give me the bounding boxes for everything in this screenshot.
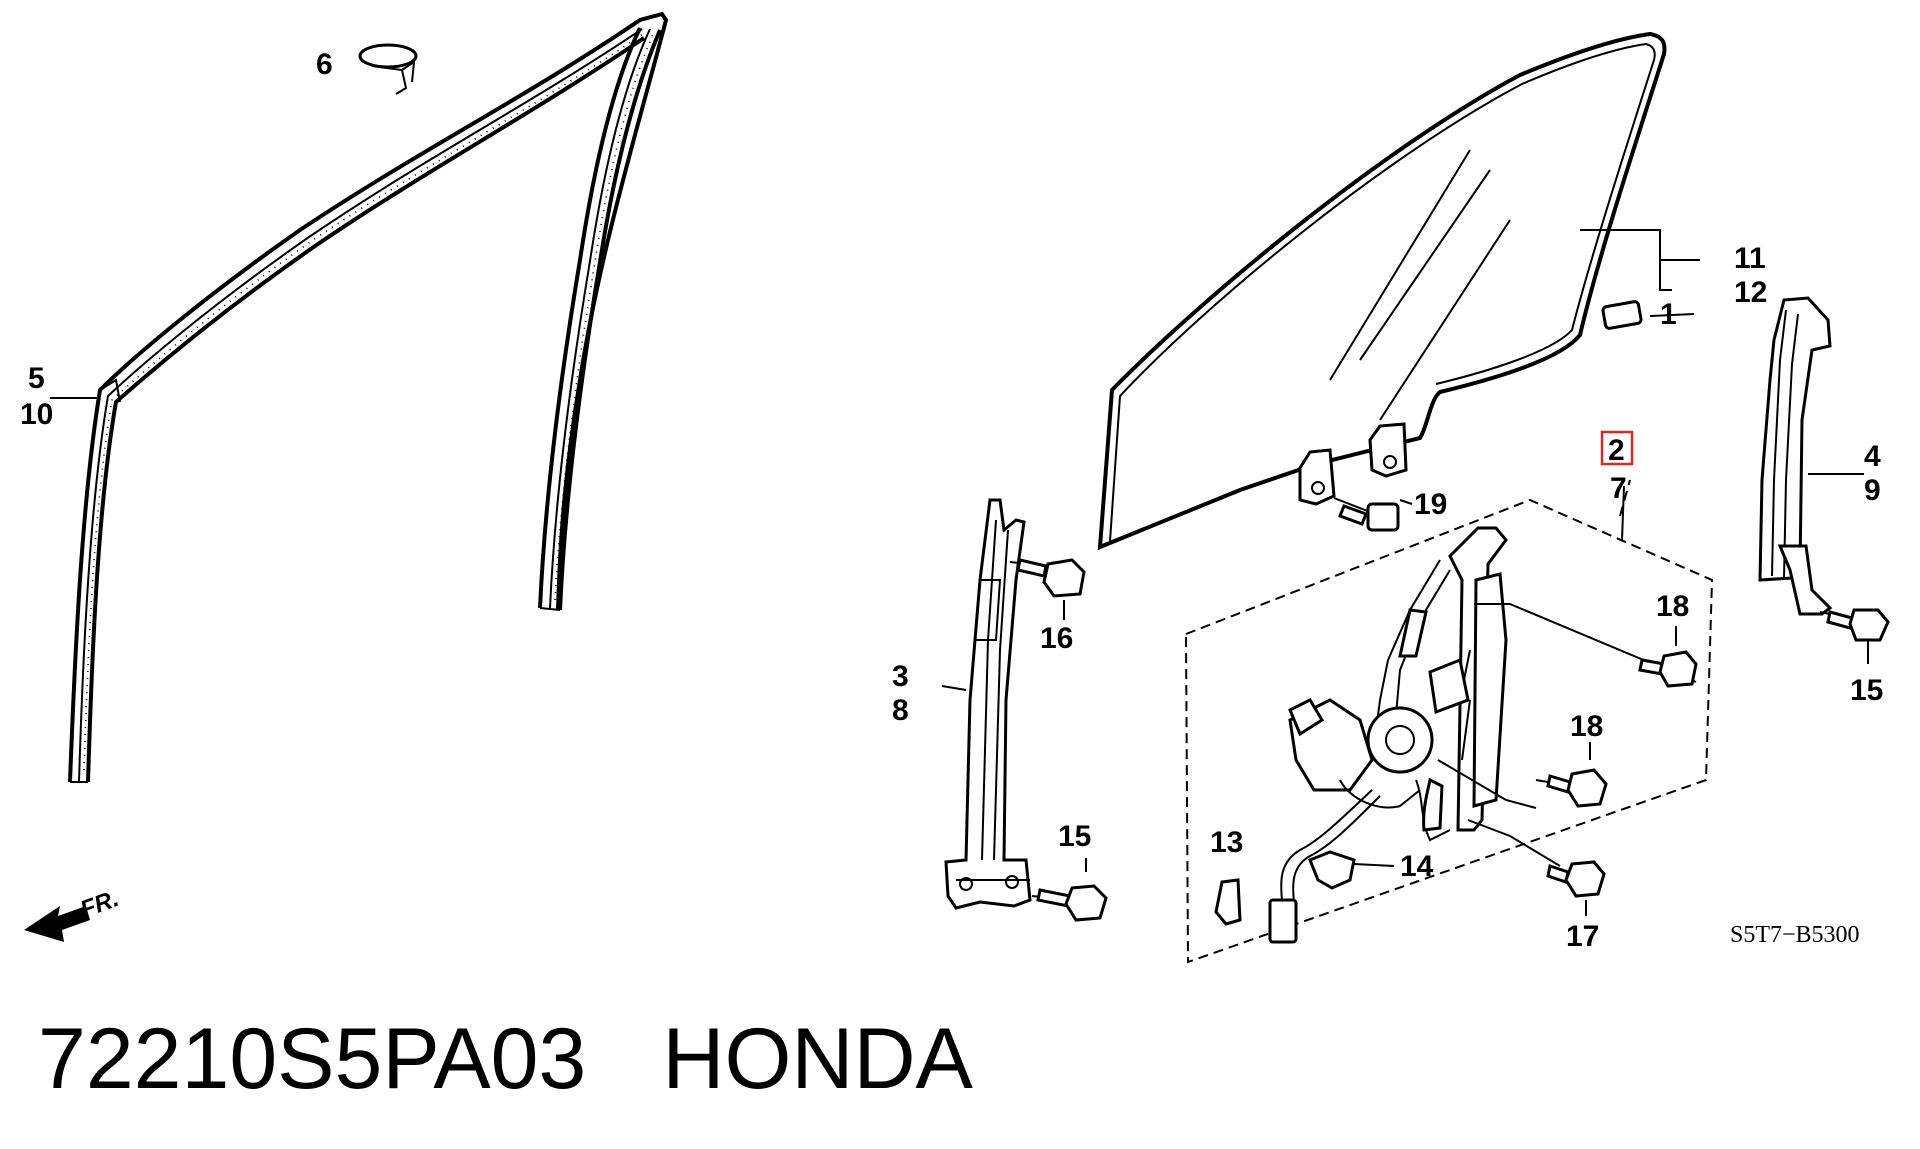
callout-10: 10 [20,398,53,431]
door-glass [1097,31,1700,551]
part-number: 72210S5PA03 [38,1011,587,1107]
connector-13 [1214,878,1242,926]
front-lower-channel [944,498,1032,910]
callout-13: 13 [1210,826,1243,859]
callout-15-front: 15 [1058,820,1091,853]
callout-labels: 6 5 10 11 12 1 2 7 4 9 19 16 3 8 15 15 1… [20,48,1883,953]
callout-2: 2 [1608,434,1625,467]
callout-6: 6 [316,48,333,81]
diagram-code: S5T7−B5300 [1730,922,1860,948]
callout-3: 3 [892,660,909,693]
brand-name: HONDA [662,1011,973,1107]
regulator-assembly [1184,479,1714,964]
bolt-18-lower [1535,742,1608,808]
bolt-15-front [1031,858,1108,922]
highlight-box [1600,430,1634,466]
bolt-19 [1333,497,1413,532]
bolt-15-rear [1819,608,1890,664]
callout-14: 14 [1400,850,1434,883]
clip-part-6 [358,43,418,95]
callout-9: 9 [1864,474,1881,507]
rear-run-channel [1758,296,1862,616]
bolt-16 [1009,558,1086,620]
callout-7: 7 [1610,472,1627,505]
clip-14 [1308,850,1395,890]
bolt-18-upper [1638,626,1698,688]
bolt-17 [1546,860,1606,916]
callout-17: 17 [1566,920,1599,953]
footer: 72210S5PA03 HONDA [38,1010,973,1109]
callout-12: 12 [1734,276,1767,309]
callout-18-lower: 18 [1570,710,1603,743]
callout-15-rear: 15 [1850,674,1883,707]
callout-8: 8 [892,694,909,727]
callout-16: 16 [1040,622,1073,655]
callout-1: 1 [1660,298,1677,331]
front-run-channel [538,27,662,611]
front-label: FR. [77,885,123,924]
callout-18-upper: 18 [1656,590,1689,623]
callout-19: 19 [1414,488,1447,521]
front-arrow-icon: FR. [24,885,122,942]
callout-5: 5 [28,362,45,395]
door-weatherstrip [68,11,669,783]
callout-11: 11 [1734,242,1766,275]
leader-lines [50,313,1864,691]
callout-4: 4 [1864,440,1881,473]
